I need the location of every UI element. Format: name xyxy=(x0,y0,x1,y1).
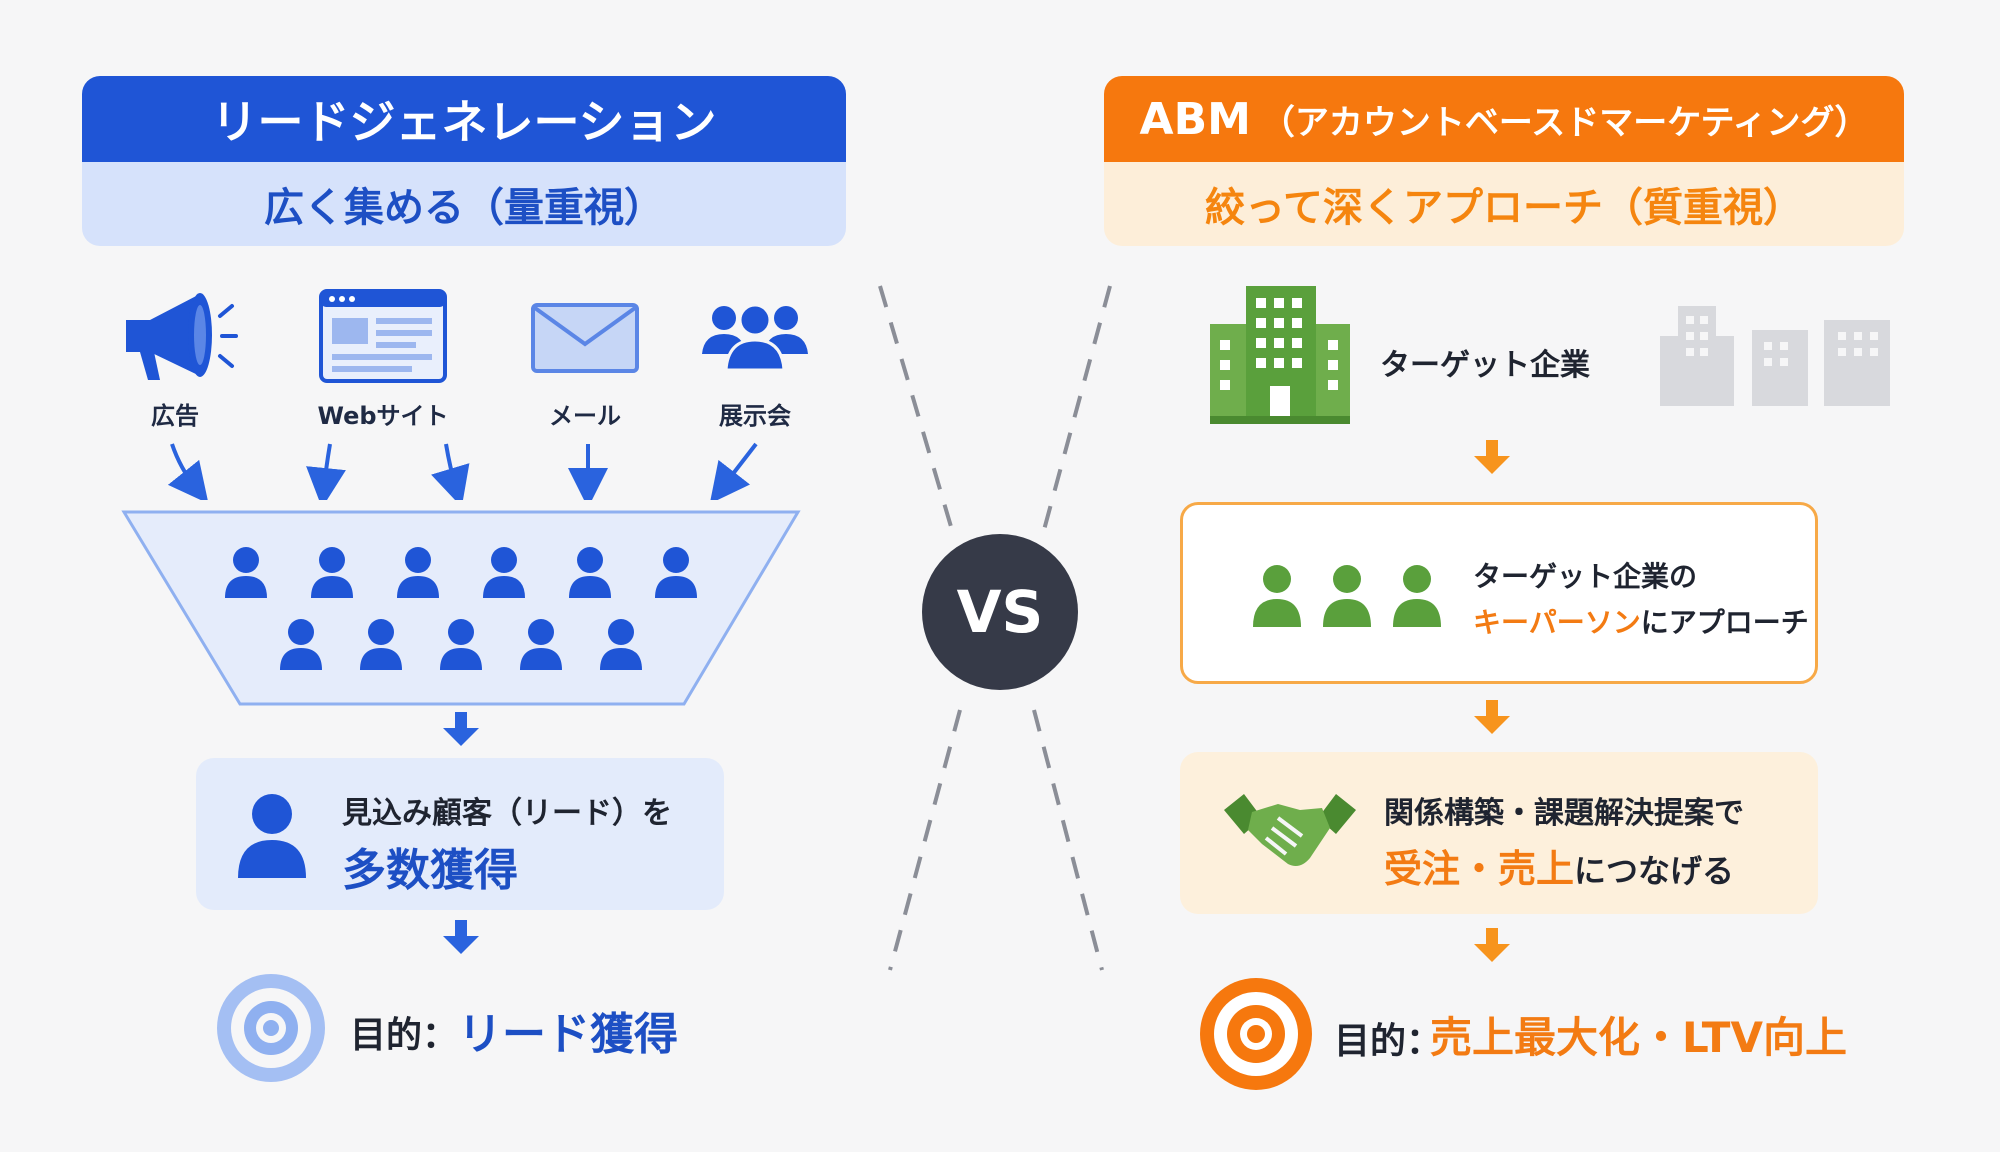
group-icon xyxy=(702,303,808,372)
person-icon xyxy=(311,547,353,598)
channel-label-mail: メール xyxy=(549,402,621,430)
arrow-down-icon xyxy=(1474,700,1510,734)
lead-result-line1: 見込み顧客（リード）を xyxy=(342,796,672,831)
arrow-down-icon xyxy=(431,443,470,500)
vs-divider-lines xyxy=(878,285,1112,971)
handshake-icon xyxy=(1224,794,1356,866)
person-icon xyxy=(397,547,439,598)
person-icon xyxy=(238,794,306,878)
arrow-down-icon xyxy=(709,442,758,500)
person-icon xyxy=(225,547,267,598)
lead-generation-title: リードジェネレーション xyxy=(82,76,846,162)
arrow-down-icon xyxy=(443,920,479,954)
arrow-down-icon xyxy=(1474,440,1510,474)
arrow-down-icon xyxy=(306,443,346,500)
mail-icon xyxy=(531,303,639,373)
other-companies-icon xyxy=(1660,306,1890,406)
person-icon xyxy=(440,619,482,670)
relationship-building-box: 関係構築・課題解決提案で 受注・売上につなげる xyxy=(1180,752,1818,914)
relationship-line2: 受注・売上につなげる xyxy=(1384,838,1734,893)
relationship-rest: につなげる xyxy=(1574,852,1735,890)
left-goal-value: リード獲得 xyxy=(458,1009,678,1060)
left-goal-label: 目的： xyxy=(350,1015,459,1056)
person-icon xyxy=(600,619,642,670)
arrow-down-icon xyxy=(167,443,209,500)
lead-generation-header: リードジェネレーション 広く集める（量重視） xyxy=(82,76,846,246)
lead-funnel xyxy=(121,510,801,706)
right-goal-value: 売上最大化・LTV向上 xyxy=(1430,1013,1847,1062)
megaphone-icon xyxy=(126,293,238,380)
keyperson-approach-box: ターゲット企業の キーパーソンにアプローチ xyxy=(1180,502,1818,684)
target-company-label: ターゲット企業 xyxy=(1380,348,1590,383)
relationship-highlight: 受注・売上 xyxy=(1384,847,1575,891)
building-icon xyxy=(1210,286,1350,424)
abm-header: ABM （アカウントベースドマーケティング） 絞って深くアプローチ（質重視） xyxy=(1104,76,1904,246)
keyperson-rest: にアプローチ xyxy=(1640,606,1809,639)
lead-result-line2: 多数獲得 xyxy=(342,845,518,896)
right-goal-label: 目的： xyxy=(1334,1021,1443,1062)
person-icon xyxy=(520,619,562,670)
lead-generation-subtitle: 広く集める（量重視） xyxy=(82,162,846,246)
person-icon xyxy=(483,547,525,598)
person-icon xyxy=(360,619,402,670)
channel-arrows xyxy=(167,442,758,500)
channel-label-exhibition: 展示会 xyxy=(719,402,791,430)
target-icon xyxy=(1200,978,1312,1090)
vs-badge: VS xyxy=(922,534,1078,690)
keyperson-group-icon xyxy=(1253,565,1441,627)
abm-title-main: ABM xyxy=(1139,93,1251,145)
person-icon xyxy=(655,547,697,598)
keyperson-line1: ターゲット企業の xyxy=(1473,560,1698,593)
abm-subtitle: 絞って深くアプローチ（質重視） xyxy=(1104,162,1904,246)
person-icon xyxy=(569,547,611,598)
keyperson-line2: キーパーソンにアプローチ xyxy=(1473,601,1809,641)
target-icon xyxy=(217,974,325,1082)
arrow-down-icon xyxy=(443,712,479,746)
abm-title: ABM （アカウントベースドマーケティング） xyxy=(1104,76,1904,162)
relationship-line1: 関係構築・課題解決提案で xyxy=(1384,796,1744,831)
person-icon xyxy=(280,619,322,670)
keyperson-highlight: キーパーソン xyxy=(1473,606,1641,639)
website-icon xyxy=(319,289,447,383)
arrow-down-icon xyxy=(1474,928,1510,962)
channel-label-ad: 広告 xyxy=(151,402,199,430)
channel-label-website: Webサイト xyxy=(317,402,449,430)
lead-result-box: 見込み顧客（リード）を 多数獲得 xyxy=(196,758,724,910)
abm-title-paren: （アカウントベースドマーケティング） xyxy=(1260,102,1869,143)
